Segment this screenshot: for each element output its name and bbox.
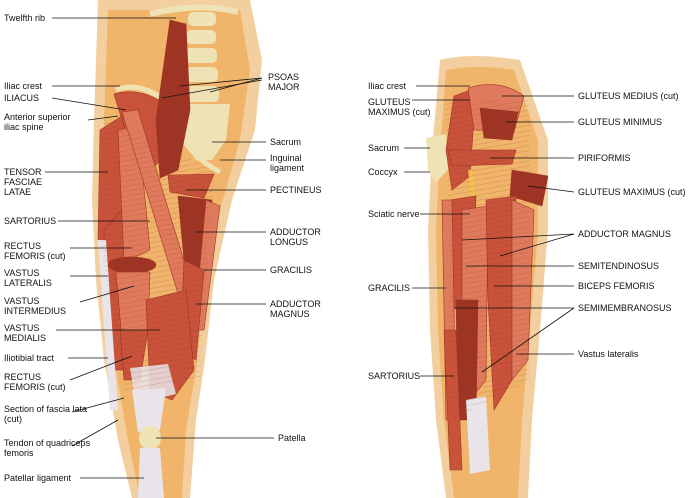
label-sacrum-posterior: Sacrum	[368, 143, 400, 153]
label-iliac-crest: Iliac crest	[4, 81, 43, 91]
label-vastus-lateralis-posterior: Vastus lateralis	[578, 349, 639, 359]
label-adductor-longus: ADDUCTOR LONGUS	[270, 227, 321, 247]
label-adductor-magnus-anterior: ADDUCTOR MAGNUS	[270, 299, 321, 319]
label-anterior-superior-iliac-spine: Anterior superior iliac spine	[4, 112, 71, 132]
label-sacrum-anterior: Sacrum	[270, 137, 302, 147]
label-semitendinosus: SEMITENDINOSUS	[578, 261, 660, 271]
twelfth-rib	[149, 4, 239, 17]
label-iliacus: ILIACUS	[4, 93, 40, 103]
iliotibial-tract	[98, 240, 118, 410]
label-vastus-medialis: VASTUS MEDIALIS	[4, 323, 47, 343]
popliteal-tendons	[466, 396, 490, 474]
label-tensor-fasciae-latae: TENSOR FASCIAE LATAE	[4, 167, 43, 197]
label-sartorius-posterior: SARTORIUS	[368, 371, 421, 381]
leader-lines	[45, 17, 575, 479]
label-gluteus-medius-cut: GLUTEUS MEDIUS (cut)	[578, 91, 679, 101]
label-semimembranosus: SEMIMEMBRANOSUS	[578, 303, 672, 313]
label-rectus-femoris-cut-lower: RECTUS FEMORIS (cut)	[4, 372, 66, 392]
label-patellar-ligament: Patellar ligament	[4, 473, 72, 483]
label-sartorius: SARTORIUS	[4, 216, 57, 226]
label-vastus-intermedius: VASTUS INTERMEDIUS	[4, 296, 67, 316]
posterior-fiber-texture	[446, 100, 530, 420]
label-tendon-of-quadriceps: Tendon of quadriceps femoris	[4, 438, 91, 458]
label-gracilis-anterior: GRACILIS	[270, 265, 313, 275]
label-adductor-magnus-posterior: ADDUCTOR MAGNUS	[578, 229, 671, 239]
label-iliotibial-tract: Iliotibial tract	[4, 353, 55, 363]
label-pectineus: PECTINEUS	[270, 185, 322, 195]
label-piriformis: PIRIFORMIS	[578, 153, 631, 163]
label-gluteus-maximus-cut-left: GLUTEUS MAXIMUS (cut)	[368, 97, 431, 117]
label-rectus-femoris-cut-upper: RECTUS FEMORIS (cut)	[4, 241, 66, 261]
posterior-view-figure	[426, 56, 549, 498]
label-gluteus-maximus-cut-right: GLUTEUS MAXIMUS (cut)	[578, 187, 686, 197]
posterior-sacrum-bone	[426, 134, 448, 182]
patellar-ligament	[138, 448, 164, 498]
patella-bone	[139, 426, 161, 450]
label-gracilis-posterior: GRACILIS	[368, 283, 411, 293]
label-coccyx: Coccyx	[368, 167, 398, 177]
label-twelfth-rib: Twelfth rib	[4, 13, 46, 23]
label-psoas-major: PSOAS MAJOR	[268, 72, 300, 92]
quadriceps-tendon	[132, 388, 166, 432]
label-gluteus-minimus: GLUTEUS MINIMUS	[578, 117, 663, 127]
label-iliac-crest-posterior: Iliac crest	[368, 81, 407, 91]
label-biceps-femoris: BICEPS FEMORIS	[578, 281, 655, 291]
lumbar-spine	[183, 12, 219, 102]
anterior-fiber-texture	[100, 120, 214, 390]
label-vastus-lateralis: VASTUS LATERALIS	[4, 268, 52, 288]
label-inguinal-ligament: Inguinal ligament	[270, 153, 305, 173]
label-sciatic-nerve: Sciatic nerve	[368, 209, 420, 219]
label-section-of-fascia-lata: Section of fascia lata (cut)	[4, 404, 88, 424]
label-patella: Patella	[278, 433, 306, 443]
anterior-view-figure	[92, 0, 262, 498]
